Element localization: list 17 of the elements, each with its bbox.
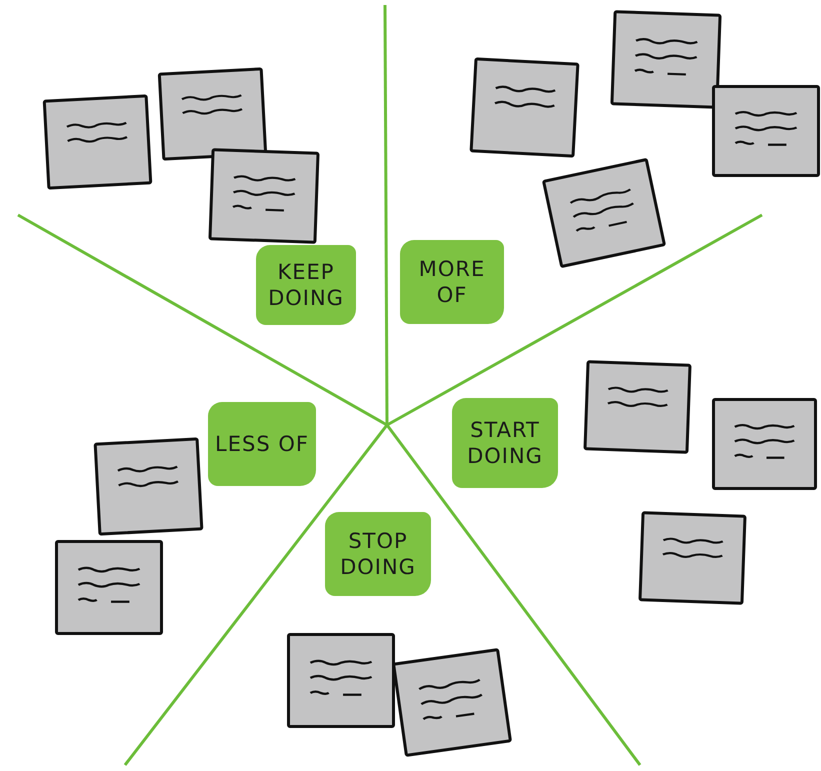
sticky-note	[610, 10, 722, 109]
sticky-note	[42, 94, 152, 190]
sticky-note	[287, 633, 395, 728]
sticky-note	[55, 540, 163, 635]
sticky-note	[470, 57, 580, 158]
sticky-note	[94, 437, 204, 536]
sticky-note	[583, 360, 692, 454]
category-label: KEEP DOING	[256, 245, 356, 325]
sticky-note	[712, 85, 820, 177]
category-label: LESS OF	[208, 402, 316, 486]
sticky-note	[638, 511, 747, 605]
category-label: START DOING	[452, 398, 558, 488]
sticky-note	[712, 398, 817, 490]
sticky-note	[208, 148, 320, 244]
sticky-note	[158, 67, 268, 161]
category-label: STOP DOING	[325, 512, 431, 596]
category-label: MORE OF	[400, 240, 504, 324]
